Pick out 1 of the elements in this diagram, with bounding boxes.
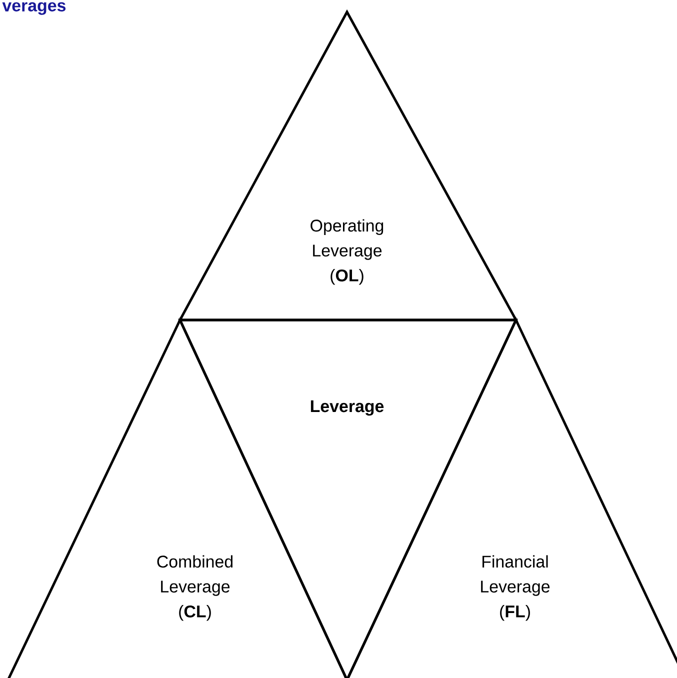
heading: verages xyxy=(2,2,66,15)
